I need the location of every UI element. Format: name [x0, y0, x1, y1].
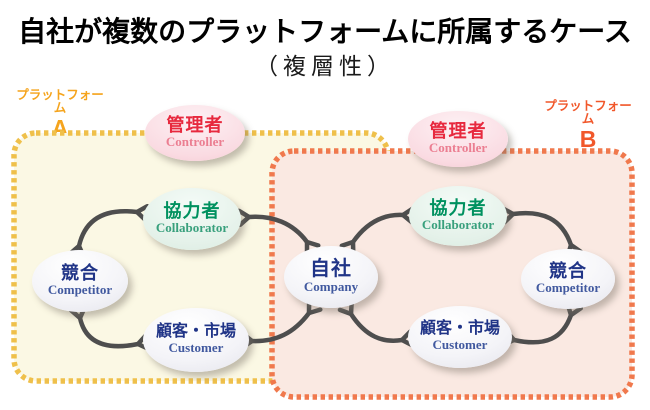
node-controller-b-jp: 管理者	[429, 121, 487, 142]
arrow-collaborator-b-competitor-b	[513, 213, 571, 245]
node-collaborator-a-en: Collaborator	[155, 219, 229, 235]
page-title: 自社が複数のプラットフォームに所属するケース	[18, 16, 632, 47]
arrow-customer-a-company	[252, 313, 309, 341]
node-customer-b-jp: 顧客・市場	[419, 320, 500, 338]
node-collaborator-a: 協力者 Collaborator	[143, 188, 241, 250]
node-company-jp: 自社	[310, 258, 352, 281]
platform-b-label: プラットフォーム B	[540, 99, 636, 153]
arrow-company-customer-b	[351, 314, 402, 341]
node-competitor-a-jp: 競合	[61, 263, 99, 284]
arrow-competitor-a-collaborator-a	[79, 211, 137, 246]
node-customer-a-en: Customer	[168, 339, 224, 355]
node-competitor-b: 競合 Competitor	[521, 249, 615, 309]
node-controller-a-en: Controller	[165, 133, 225, 149]
arrow-collaborator-a-company	[249, 217, 307, 242]
arrows-layer	[79, 211, 571, 346]
node-customer-b: 顧客・市場 Customer	[408, 306, 512, 368]
page-subtitle: （複層性）	[255, 53, 395, 79]
node-controller-b: 管理者 Controller	[408, 111, 508, 167]
node-collaborator-a-jp: 協力者	[163, 201, 221, 222]
node-competitor-a-en: Competitor	[47, 281, 113, 297]
node-competitor-b-en: Competitor	[535, 279, 601, 295]
node-customer-a-jp: 顧客・市場	[155, 323, 236, 341]
node-collaborator-b: 協力者 Collaborator	[409, 186, 507, 246]
node-controller-a: 管理者 Controller	[145, 105, 245, 161]
node-customer-a: 顧客・市場 Customer	[143, 308, 249, 372]
node-controller-b-en: Controller	[428, 139, 488, 155]
node-controller-a-jp: 管理者	[166, 115, 224, 136]
node-customer-b-en: Customer	[432, 336, 488, 352]
platform-b-id: B	[579, 126, 597, 153]
node-company: 自社 Company	[284, 246, 378, 308]
node-collaborator-b-jp: 協力者	[429, 198, 487, 219]
arrow-customer-b-competitor-b	[514, 315, 571, 342]
platform-b-name: プラットフォーム	[544, 99, 632, 127]
node-company-en: Company	[303, 279, 359, 295]
arrow-competitor-a-customer-a	[80, 318, 138, 346]
node-competitor-a: 競合 Competitor	[32, 250, 128, 312]
node-collaborator-b-en: Collaborator	[421, 216, 495, 232]
node-competitor-b-jp: 競合	[549, 261, 587, 282]
arrow-company-collaborator-b	[353, 215, 403, 242]
platform-a-name: プラットフォーム	[16, 88, 104, 116]
